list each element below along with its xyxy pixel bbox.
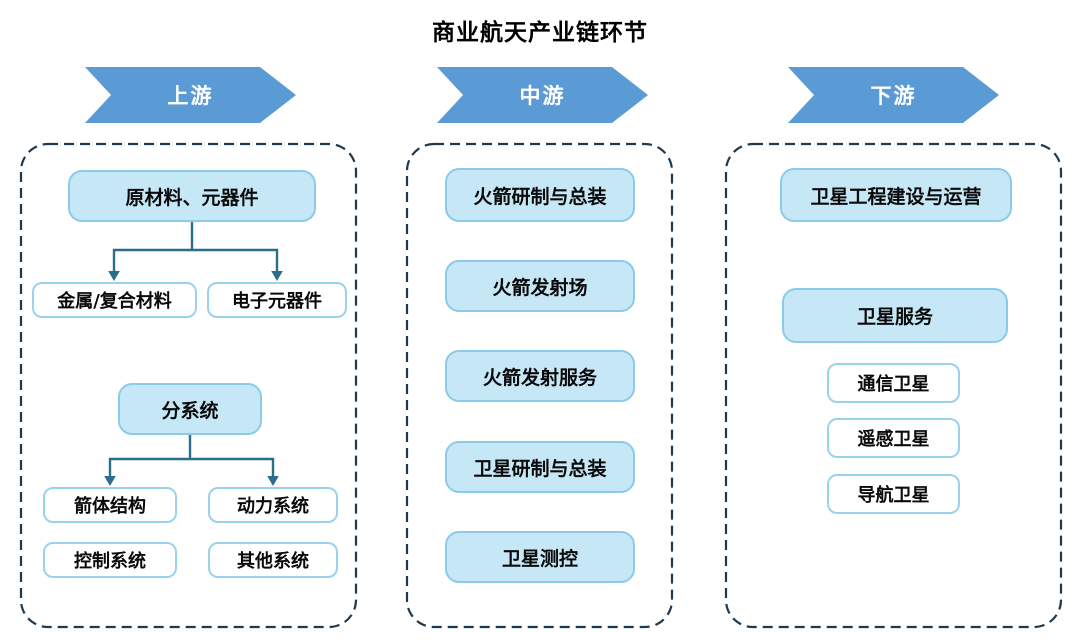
node-rocket-launch-service: 火箭发射服务 xyxy=(445,350,635,402)
node-remote-sensing-satellite: 遥感卫星 xyxy=(827,418,960,458)
banner-downstream-label: 下游 xyxy=(870,83,917,108)
connector-arrowheads-materials xyxy=(108,271,283,281)
banner-upstream-label: 上游 xyxy=(167,83,214,108)
node-raw-materials-components: 原材料、元器件 xyxy=(68,170,316,222)
diagram-title: 商业航天产业链环节 xyxy=(432,19,648,46)
banner-midstream-label: 中游 xyxy=(519,83,566,108)
banner-upstream: 上游 xyxy=(85,67,296,123)
node-metal-composite-materials: 金属/复合材料 xyxy=(32,282,197,318)
node-propulsion-system: 动力系统 xyxy=(208,487,338,523)
node-other-systems: 其他系统 xyxy=(208,542,338,578)
node-rocket-development-assembly: 火箭研制与总装 xyxy=(445,168,635,222)
banner-downstream: 下游 xyxy=(788,67,999,123)
node-subsystems: 分系统 xyxy=(118,383,262,435)
connector-arrowheads-subsystems xyxy=(104,476,279,486)
banner-midstream: 中游 xyxy=(437,67,648,123)
node-rocket-body-structure: 箭体结构 xyxy=(43,487,177,523)
node-communication-satellite: 通信卫星 xyxy=(827,363,960,403)
node-electronic-components: 电子元器件 xyxy=(207,282,347,318)
node-satellite-development-assembly: 卫星研制与总装 xyxy=(445,441,635,493)
connector-lines-materials xyxy=(112,222,279,273)
node-navigation-satellite: 导航卫星 xyxy=(827,474,960,514)
node-satellite-tt-and-c: 卫星测控 xyxy=(445,531,635,583)
node-satellite-services: 卫星服务 xyxy=(782,288,1008,343)
connector-lines-subsystems xyxy=(108,435,275,478)
node-rocket-launch-site: 火箭发射场 xyxy=(445,260,635,312)
node-control-system: 控制系统 xyxy=(43,542,177,578)
node-satellite-engineering-construction-operation: 卫星工程建设与运营 xyxy=(780,168,1012,222)
